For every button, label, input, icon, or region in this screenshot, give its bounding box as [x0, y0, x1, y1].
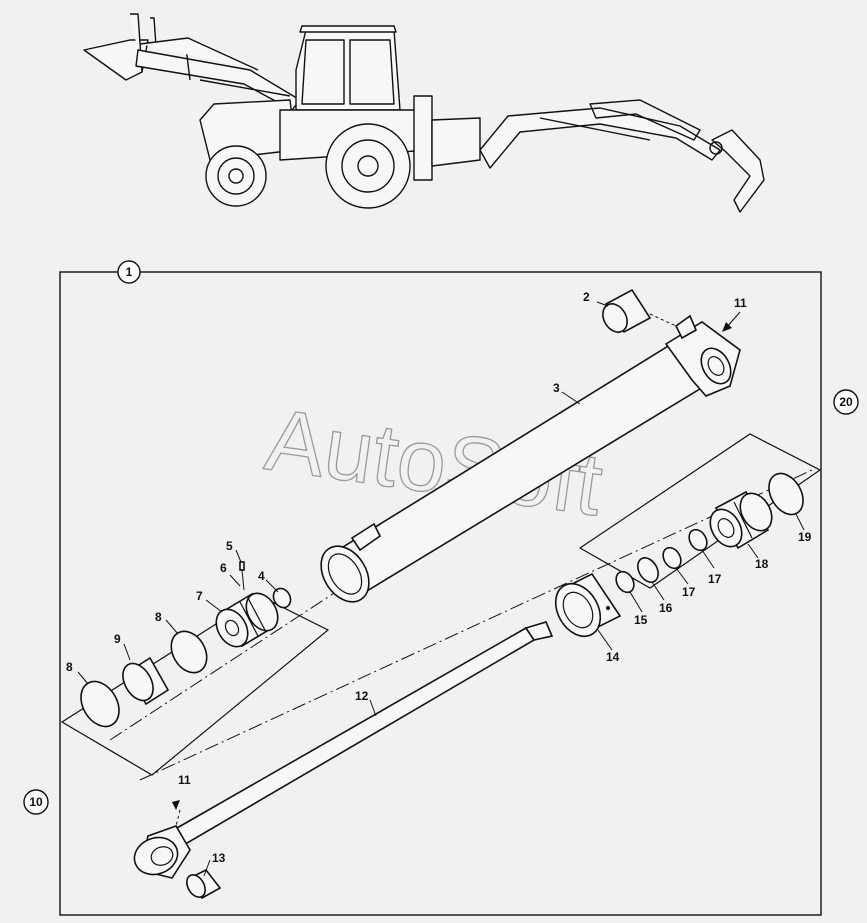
- rod-bushing: [186, 868, 222, 900]
- o-ring-4: [272, 587, 292, 609]
- grease-fitting-bottom-arrow: [172, 800, 181, 827]
- seal-16: [637, 557, 659, 583]
- callout-9: 9: [114, 632, 121, 646]
- barrel-bushing: [602, 288, 652, 334]
- gland-nut: [554, 572, 622, 638]
- leader-lines: [77, 301, 805, 877]
- svg-text:1: 1: [126, 265, 133, 279]
- assembly-callout-1: 1: [117, 260, 141, 284]
- callout-3: 3: [553, 381, 560, 395]
- seal-ring-8-upper: [170, 630, 208, 674]
- o-ring-19: [768, 472, 804, 516]
- callout-11-bottom: 11: [178, 773, 191, 787]
- piston: [215, 592, 279, 648]
- callout-17-lower: 17: [682, 585, 696, 599]
- set-screw-5-6: [239, 561, 245, 591]
- seal-15: [615, 570, 635, 594]
- callout-14: 14: [606, 650, 620, 664]
- seal-ring-8-lower: [80, 680, 120, 728]
- callout-15: 15: [634, 613, 648, 627]
- callout-2: 2: [583, 290, 590, 304]
- callout-13: 13: [212, 851, 226, 865]
- callout-7: 7: [196, 589, 203, 603]
- backhoe-loader-illustration: [83, 13, 765, 213]
- callout-5: 5: [226, 539, 233, 553]
- seal-17-upper: [688, 528, 708, 552]
- callout-16: 16: [659, 601, 673, 615]
- callout-8-lower: 8: [66, 660, 73, 674]
- seal-17-lower: [662, 546, 682, 570]
- cylinder-barrel: [320, 314, 741, 603]
- assembly-callout-10: 10: [23, 789, 49, 815]
- callout-4: 4: [258, 569, 265, 583]
- callout-19: 19: [798, 530, 812, 544]
- callout-12: 12: [355, 689, 369, 703]
- cylinder-head: [709, 490, 773, 550]
- wear-ring: [122, 656, 170, 706]
- svg-text:10: 10: [29, 795, 43, 809]
- callout-17-upper: 17: [708, 572, 722, 586]
- callout-8-upper: 8: [155, 610, 162, 624]
- assembly-frame: [59, 271, 822, 916]
- callout-18: 18: [755, 557, 769, 571]
- svg-text:20: 20: [839, 395, 853, 409]
- rod-axis-line: [139, 469, 813, 781]
- callout-11-top: 11: [734, 296, 747, 310]
- grease-fitting-top-arrow: [649, 311, 741, 332]
- callout-6: 6: [220, 561, 227, 575]
- piston-rod: [133, 621, 554, 879]
- assembly-callout-20: 20: [833, 389, 859, 415]
